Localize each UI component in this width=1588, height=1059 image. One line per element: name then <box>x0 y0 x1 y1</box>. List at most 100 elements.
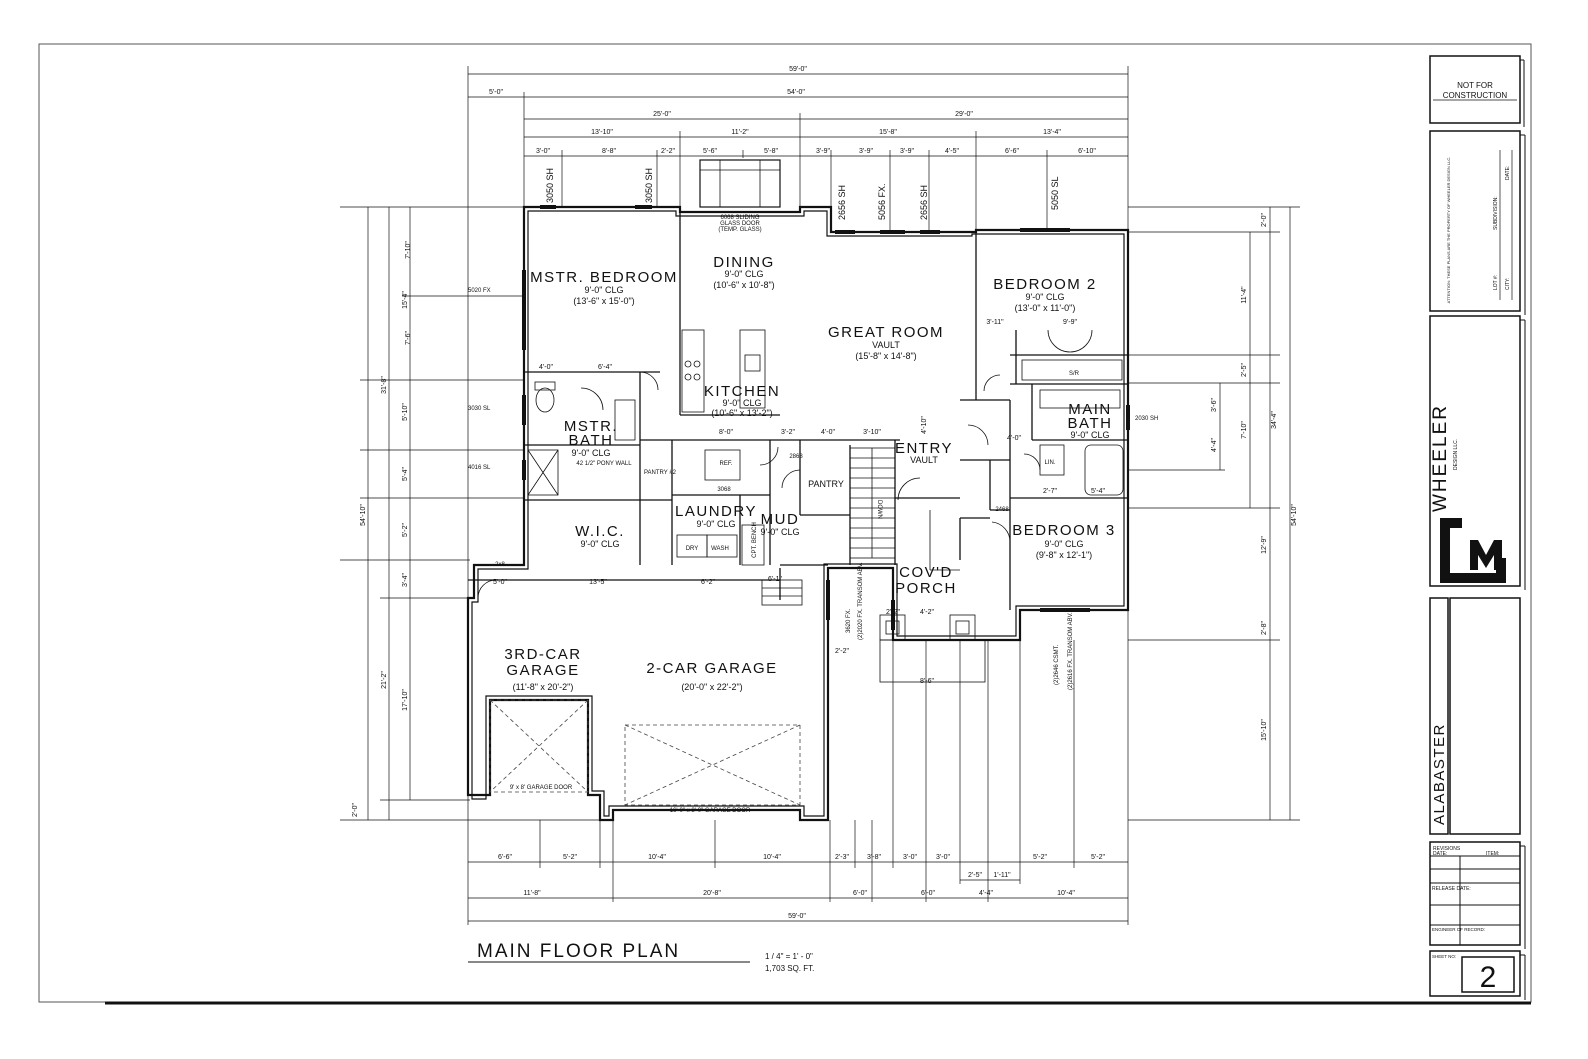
dim-top-p: 3'-9" <box>900 148 914 155</box>
pantry-label: PANTRY <box>808 479 844 489</box>
win-5056: 5056 FX. <box>877 183 887 220</box>
great-room-clg: VAULT <box>872 340 900 350</box>
title-block <box>1429 55 1526 1000</box>
bedroom2-name: BEDROOM 2 <box>993 276 1097 293</box>
pantry2-label: PANTRY #2 <box>644 470 677 476</box>
dim-top-total: 59'-0" <box>789 66 807 73</box>
bedroom2-clg: 9'-0" CLG <box>1026 292 1065 302</box>
dim-int-b: 6'-4" <box>598 364 612 371</box>
dim-left-h: 17'-10" <box>402 689 409 711</box>
win-2656a: 2656 SH <box>837 185 847 220</box>
win-2020: (2)2020 FX. TRANSOM ABV. <box>858 562 864 640</box>
subdivision-label: SUBDIVISION: <box>1493 196 1499 230</box>
dim-int-h: 6'-2" <box>701 579 715 586</box>
main-bath-name1: MAIN <box>1068 401 1112 418</box>
garage3-door: 9' x 8' GARAGE DOOR <box>510 785 573 791</box>
revisions-label: REVISIONS <box>1433 846 1461 852</box>
win-2646: (2)2646 CSMT. <box>1054 644 1060 685</box>
plan-title: MAIN FLOOR PLAN <box>477 941 680 962</box>
dim-left-j: 7'-10" <box>405 241 412 259</box>
stair-down-label: DOWN <box>876 500 882 519</box>
garage3-size: (11'-8" x 20'-2") <box>513 682 574 692</box>
great-room-name: GREAT ROOM <box>828 324 944 341</box>
dim-int-n: 2'-2" <box>835 648 849 655</box>
dim-int-s: 5'-4" <box>1091 488 1105 495</box>
entry-clg: VAULT <box>910 455 938 465</box>
dim-left-f: 5'-2" <box>402 523 409 537</box>
dim-top-o: 3'-9" <box>859 148 873 155</box>
date2-label: DATE: <box>1505 166 1511 180</box>
sliding-door-note: 6068 SLIDING <box>720 215 759 221</box>
dim-right-g: 2'-8" <box>1261 621 1268 635</box>
win-2616: (2)2616 FX. TRANSOM ABV. <box>1068 612 1074 690</box>
dim-bot-e: 4'-4" <box>979 890 993 897</box>
win-2030: 2030 SH <box>1135 416 1158 422</box>
dim-bot-d: 6'-0" <box>921 890 935 897</box>
dim-bot-n: 3'-0" <box>936 854 950 861</box>
dim-left-a: 31'-8" <box>381 376 388 394</box>
pony-wall-note: 42 1/2" PONY WALL <box>576 461 632 467</box>
dim-top-s: 6'-10" <box>1078 148 1096 155</box>
mstr-bath-name2: BATH <box>569 432 614 449</box>
door-2868-label: 2868 <box>789 454 803 460</box>
dim-left-g: 3'-4" <box>402 573 409 587</box>
wic-clg: 9'-0" CLG <box>581 539 620 549</box>
rev-date-label: DATE: <box>1433 851 1447 857</box>
dryer-label: DRY <box>686 546 699 552</box>
garage2-door: 16'-0" x 8'-0" GARAGE DOOR <box>670 808 751 814</box>
stamp-line1: NOT FOR <box>1457 81 1493 90</box>
door-2468-label: 2468 <box>995 507 1009 513</box>
dim-left-e: 5'-4" <box>402 467 409 481</box>
dim-int-m: 4'-2" <box>920 609 934 616</box>
dim-right-e: 7'-10" <box>1241 421 1248 439</box>
entry-name: ENTRY <box>895 440 953 457</box>
win-5050: 5050 SL <box>1050 176 1060 210</box>
mstr-bedroom-clg: 9'-0" CLG <box>585 285 624 295</box>
dim-top-b: 54'-0" <box>787 89 805 96</box>
dim-top-k: 2'-2" <box>661 148 675 155</box>
shelf-rod-label: S/R <box>1069 371 1080 377</box>
dim-bot-c: 6'-0" <box>853 890 867 897</box>
dim-int-g: 13'-5" <box>589 579 607 586</box>
dim-left-c: 15'-4" <box>402 291 409 309</box>
city-label: CITY: <box>1505 277 1511 290</box>
dim-top-n: 3'-9" <box>816 148 830 155</box>
engineer-label: ENGINEER OF RECORD: <box>1432 927 1485 932</box>
dim-int-a: 4'-0" <box>539 364 553 371</box>
dim-left-i: 2'-0" <box>352 803 359 817</box>
dim-right-b: 2'-0" <box>1261 213 1268 227</box>
wic-name: W.I.C. <box>575 523 625 540</box>
dim-left-k: 7'-6" <box>405 331 412 345</box>
dim-int-j: 5'-0" <box>493 579 507 586</box>
dim-bot-m: 3'-0" <box>903 854 917 861</box>
dimension-lines <box>340 66 1300 925</box>
dim-bot-h: 5'-2" <box>563 854 577 861</box>
kitchen-clg: 9'-0" CLG <box>723 398 762 408</box>
dim-top-a: 5'-0" <box>489 89 503 96</box>
laundry-clg: 9'-0" CLG <box>697 519 736 529</box>
dim-int-q: 4'-0" <box>1007 435 1021 442</box>
firm-sub: DESIGN LLC. <box>1453 439 1459 470</box>
dim-top-g: 15'-8" <box>879 129 897 136</box>
dim-int-i: 6'-1" <box>768 576 782 583</box>
washer-label: WASH <box>711 546 729 552</box>
garage2-size: (20'-0" x 22'-2") <box>681 682 742 692</box>
main-bath-name2: BATH <box>1068 415 1113 432</box>
dim-top-d: 29'-0" <box>955 111 973 118</box>
dim-int-e: 4'-0" <box>821 429 835 436</box>
sheet-label: SHEET NO: <box>1432 954 1456 959</box>
lin-label: LIN. <box>1044 460 1055 466</box>
porch-name2: PORCH <box>895 580 957 597</box>
stairs <box>849 447 896 559</box>
win-4016: 4016 SL <box>468 465 491 471</box>
win-3030: 3030 SL <box>468 406 491 412</box>
dim-bot-f: 10'-4" <box>1057 890 1075 897</box>
sliding-door-note2: GLASS DOOR <box>720 221 760 227</box>
firm-name: WHEELER <box>1430 404 1451 512</box>
dim-right-h: 15'-10" <box>1261 719 1268 741</box>
mud-name: MUD <box>761 511 800 528</box>
dim-bot-j: 10'-4" <box>763 854 781 861</box>
laundry-name: LAUNDRY <box>675 503 757 520</box>
mud-clg: 9'-0" CLG <box>761 527 800 537</box>
